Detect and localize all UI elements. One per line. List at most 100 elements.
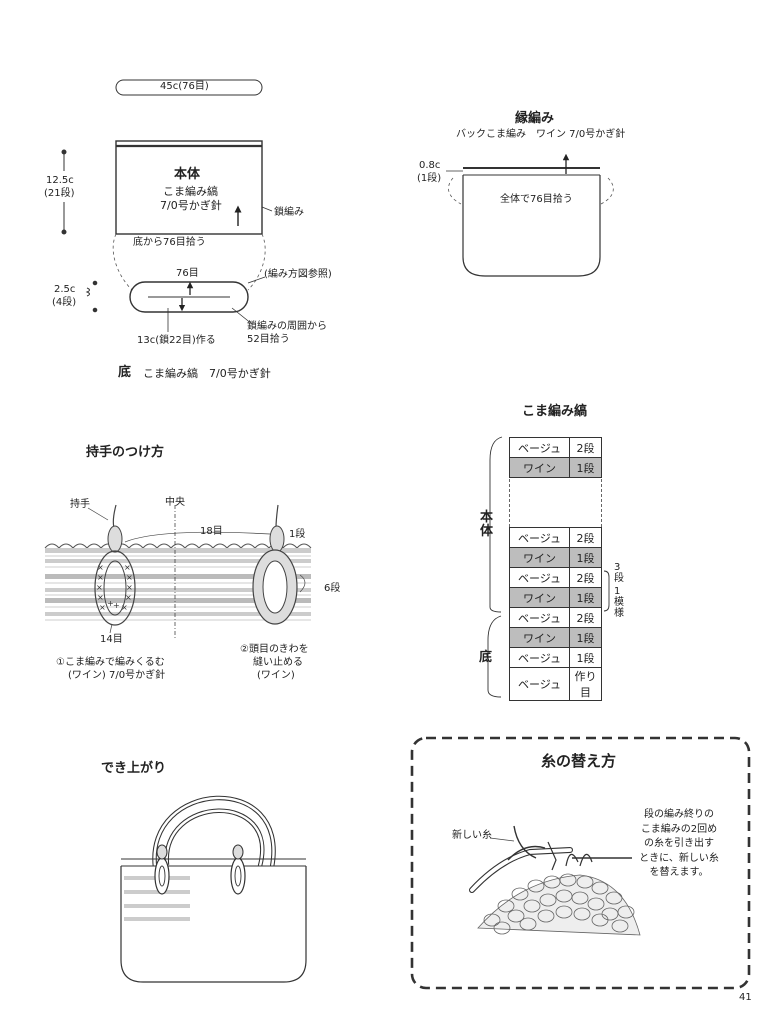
bottom-desc: こま編み縞 7/0号かぎ針	[143, 367, 271, 380]
yarn-change-illustration	[469, 825, 641, 936]
stripe-row: ベージュ 2段	[509, 527, 602, 548]
stripe-row: ベージュ 1段	[509, 647, 602, 668]
label-18-stitches: 18目	[200, 526, 223, 537]
stripe-color: ワイン	[509, 587, 570, 608]
stripe-color: ベージュ	[509, 667, 570, 701]
svg-text:×: ×	[126, 573, 133, 582]
stripe-rows: 2段	[569, 437, 602, 458]
stripe-table-gap	[509, 479, 602, 527]
label-1-row: 1段	[289, 529, 306, 540]
svg-text:×: ×	[126, 583, 133, 592]
stripe-color: ベージュ	[509, 527, 570, 548]
step2-line-a: ②頭目のきわを	[240, 644, 309, 655]
stripe-bottom-label: 底	[479, 650, 493, 665]
width-label: 45c(76目)	[160, 81, 209, 92]
stripe-row: ワイン 1段	[509, 547, 602, 568]
yarn-desc-line: こま編みの2回め	[640, 823, 718, 835]
svg-text:×: ×	[125, 593, 132, 602]
step1-line-a: ①こま編みで編みくるむ	[56, 657, 165, 668]
handle-attachment-diagram: ××× ××× ××× ×++	[44, 504, 312, 640]
step1-line-b: (ワイン) 7/0号かぎ針	[68, 670, 166, 681]
svg-text:×: ×	[97, 593, 104, 602]
stripe-row: ワイン 1段	[509, 587, 602, 608]
stripe-rows: 1段	[569, 457, 602, 478]
new-yarn-label: 新しい糸	[452, 830, 492, 841]
stripe-body-label: 本体	[480, 510, 494, 539]
stripe-rows: 1段	[569, 587, 602, 608]
yarn-change-desc: 段の編み終りの こま編みの2回め の糸を引き出す ときに、新しい糸 を替えます。	[634, 808, 724, 881]
yarn-desc-line: を替えます。	[649, 867, 709, 878]
label-center: 中央	[165, 497, 185, 508]
stripe-table-body: ベージュ 2段 ワイン 1段 ベージュ 2段 ワイン 1段 ベージュ 2段 ワイ…	[509, 527, 602, 701]
edge-desc: バックこま編み ワイン 7/0号かぎ針	[456, 129, 626, 140]
svg-text:+: +	[107, 599, 114, 608]
body-line-2: 7/0号かぎ針	[160, 199, 222, 212]
pickup-label: 底から76目拾う	[133, 237, 206, 248]
edge-pickup: 全体で76目拾う	[500, 194, 573, 205]
yarn-desc-line: の糸を引き出す	[644, 838, 714, 849]
stripe-rows: 1段	[569, 547, 602, 568]
body-title: 本体	[174, 167, 201, 182]
svg-text:×: ×	[97, 563, 104, 572]
svg-text:+: +	[113, 601, 120, 610]
stripe-rows: 2段	[569, 567, 602, 588]
svg-text:×: ×	[99, 603, 106, 612]
stripe-rows: 1段	[569, 627, 602, 648]
body-panel	[115, 140, 273, 235]
stripe-color: ワイン	[509, 457, 570, 478]
step2-line-c: (ワイン)	[257, 670, 295, 681]
handle-title: 持手のつけ方	[86, 445, 165, 460]
base-height-1: 2.5c	[54, 284, 76, 295]
stripe-color: ベージュ	[509, 437, 570, 458]
edge-height-1: 0.8c	[419, 160, 441, 171]
stripe-row: ベージュ 2段	[509, 567, 602, 588]
stripe-row: ベージュ 2段	[509, 437, 602, 458]
stripe-color: ベージュ	[509, 647, 570, 668]
stripe-row: ワイン 1段	[509, 457, 602, 478]
svg-text:×: ×	[121, 603, 128, 612]
width-capsule	[115, 79, 263, 96]
stripe-rows: 1段	[569, 647, 602, 668]
stripe-rows: 作り目	[569, 667, 602, 701]
stripe-row: ベージュ 2段	[509, 607, 602, 628]
stripe-color: ベージュ	[509, 607, 570, 628]
stripe-row: ワイン 1段	[509, 627, 602, 648]
height-label-2: (21段)	[44, 188, 75, 199]
height-dimension	[61, 149, 67, 235]
stripe-color: ワイン	[509, 547, 570, 568]
finished-bag-illustration	[120, 795, 307, 983]
yarn-desc-line: 段の編み終りの	[644, 809, 714, 820]
svg-text:×: ×	[124, 563, 131, 572]
stripe-rows: 2段	[569, 607, 602, 628]
reference-label: (編み方図参照)	[264, 269, 332, 280]
svg-text:×: ×	[97, 573, 104, 582]
slip-stitch-label: 鎖編み	[274, 207, 304, 218]
edge-bag	[446, 153, 601, 277]
height-label-1: 12.5c	[46, 175, 74, 186]
bottom-title: 底	[118, 365, 132, 380]
stripe-table-top: ベージュ 2段 ワイン 1段	[509, 437, 602, 478]
svg-text:×: ×	[96, 583, 103, 592]
yarn-change-box	[410, 736, 751, 990]
dashed-guides	[112, 177, 614, 291]
repeat-label-2: 1模様	[614, 586, 624, 619]
base-stitches-label: 76目	[176, 268, 199, 279]
stripe-row: ベージュ 作り目	[509, 667, 602, 701]
label-14-stitches: 14目	[100, 634, 123, 645]
repeat-label-1: 3段	[614, 562, 624, 584]
yarn-desc-line: ときに、新しい糸	[639, 852, 719, 864]
base-chain-label: 13c(鎖22目)作る	[137, 335, 216, 346]
stripe-color: ワイン	[509, 627, 570, 648]
chain-around-2: 52目拾う	[247, 334, 290, 345]
finished-title: でき上がり	[101, 761, 167, 776]
stripe-title: こま編み縞	[522, 404, 588, 419]
step2-line-b: 縫い止める	[253, 657, 303, 668]
label-handle: 持手	[70, 499, 90, 510]
stripe-color: ベージュ	[509, 567, 570, 588]
base-oval	[129, 276, 266, 332]
edge-height-2: (1段)	[417, 173, 442, 184]
stripe-rows: 2段	[569, 527, 602, 548]
page-number: 41	[739, 992, 752, 1003]
stripe-brackets	[487, 436, 610, 698]
